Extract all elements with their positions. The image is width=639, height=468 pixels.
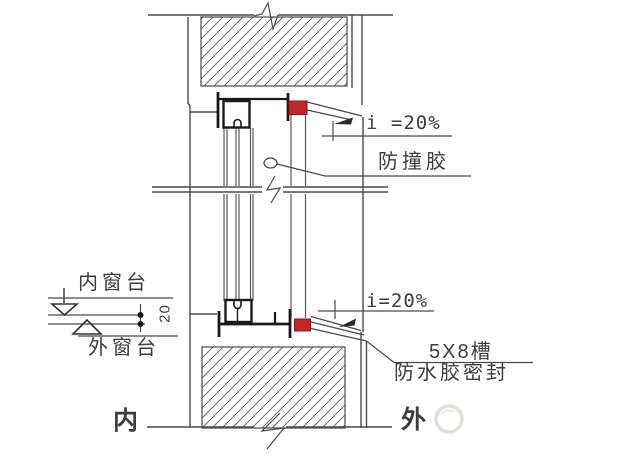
break-symbols <box>253 1 286 450</box>
outer-sill-label: 外窗台 <box>88 337 160 359</box>
head-slope-label: i =20% <box>366 112 441 134</box>
inner-sill-level-symbol <box>49 303 80 317</box>
sill-level-annotation <box>48 288 178 337</box>
sealant-block-bottom <box>294 318 311 332</box>
interior-side-label: 内 <box>113 407 139 435</box>
impact-sealant-label: 防撞胶 <box>378 151 450 173</box>
window-head-frame <box>216 92 290 129</box>
impact-sealant-dot <box>263 157 278 169</box>
wall-linework <box>147 14 393 428</box>
sealant-block-top <box>288 100 308 115</box>
leader-lines <box>276 121 533 364</box>
top-wall-hatch <box>200 16 348 87</box>
slope-arrows <box>334 117 356 327</box>
window-sill-frame <box>217 298 292 338</box>
exterior-side-label: 外 <box>401 406 427 434</box>
bottom-wall-hatch <box>201 346 346 429</box>
watermark <box>434 404 464 434</box>
sill-slope-label: i=20% <box>366 290 429 312</box>
inner-sill-label: 内窗台 <box>78 272 150 294</box>
glass-and-frame-lines <box>223 115 307 318</box>
groove-label: 5X8槽 <box>429 341 493 363</box>
waterproof-seal-label: 防水胶密封 <box>394 362 509 384</box>
outer-sill-level-symbol <box>71 318 103 335</box>
sill-drop-dimension: 20 <box>156 304 174 323</box>
